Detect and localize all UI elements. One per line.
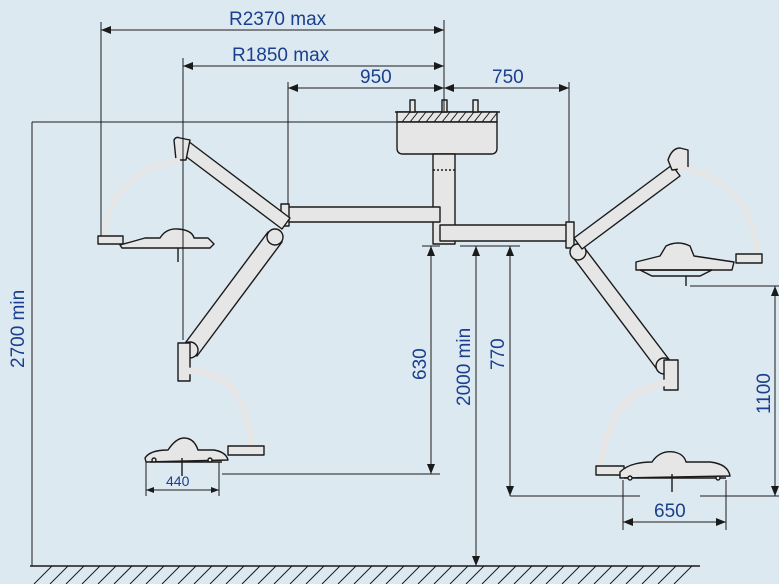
label-630: 630: [410, 348, 431, 380]
label-2000-min: 2000 min: [454, 328, 475, 406]
label-2700-min: 2700 min: [8, 290, 29, 368]
left-horizontal-arm: [280, 203, 441, 227]
right-lamp-head-bottom: [619, 451, 731, 492]
label-750: 750: [492, 67, 524, 88]
label-950: 950: [360, 67, 392, 88]
right-upper-arm: [573, 147, 763, 264]
right-horizontal-arm: [439, 221, 575, 249]
left-lamp-head-side: [119, 228, 215, 262]
label-r1850: R1850 max: [232, 45, 330, 66]
dimension-lines: [31, 20, 779, 566]
label-650: 650: [654, 501, 686, 522]
left-spring-arm: [177, 228, 284, 456]
right-spring-arm: [569, 243, 679, 476]
ceiling-mount: [395, 99, 500, 245]
label-1100: 1100: [754, 373, 775, 414]
left-lamp-head-bottom: [144, 437, 229, 476]
right-lamp-head-side: [635, 242, 735, 286]
left-upper-arm: [97, 136, 291, 245]
label-440: 440: [166, 473, 190, 489]
floor: [30, 565, 700, 584]
label-r2370: R2370 max: [229, 9, 327, 30]
label-770: 770: [488, 338, 509, 370]
